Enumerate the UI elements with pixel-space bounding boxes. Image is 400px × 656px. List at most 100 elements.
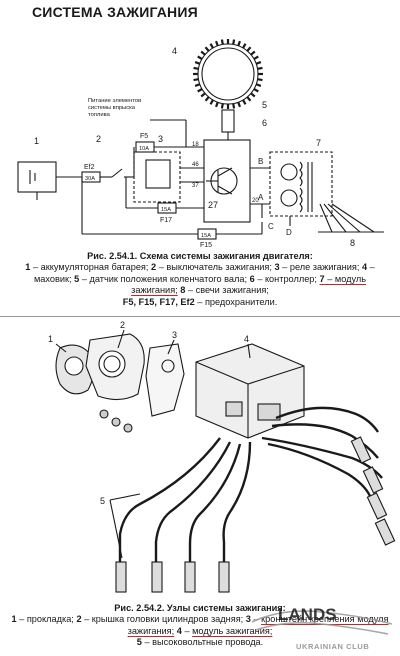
flywheel-tooth <box>220 39 224 45</box>
flywheel-inner <box>201 47 255 101</box>
power-label-line-1: Питание элементов <box>88 98 141 104</box>
cap1-num-3: 3 <box>274 262 280 273</box>
flywheel-tooth <box>194 83 201 88</box>
flywheel-tooth <box>257 66 263 70</box>
terminal-a: A <box>258 193 264 202</box>
bracket-shape <box>145 343 185 417</box>
cap2-num-4: 4 <box>176 625 182 636</box>
figure2-caption-title: Рис. 2.54.2. Узлы системы зажигания: <box>114 603 286 613</box>
flywheel-tooth <box>253 55 259 60</box>
flywheel-tooth <box>209 43 214 49</box>
cap1-num-6: 6 <box>249 273 255 284</box>
callout-6: 6 <box>262 118 267 128</box>
cap2-text-3: кронштейн крепления модуля зажигания; <box>127 614 389 636</box>
cap1-text-3: реле зажигания; <box>289 262 360 273</box>
pin-27: 27 <box>208 200 218 210</box>
pin-46: 46 <box>192 162 199 168</box>
pin-18: 18 <box>192 142 199 148</box>
flywheel-tooth <box>209 99 214 105</box>
cap2-num-3: 3 <box>245 614 251 625</box>
flywheel-tooth <box>214 40 219 47</box>
cap1-num-1: 1 <box>25 262 31 273</box>
controller-box <box>203 139 251 223</box>
terminal-b: B <box>258 157 263 166</box>
power-label-line-2: системы впрыска <box>88 105 136 111</box>
cap1-text-2: выключатель зажигания; <box>166 262 272 273</box>
flywheel-teeth <box>193 39 263 109</box>
flywheel-tooth <box>250 92 256 98</box>
figure2-caption: Рис. 2.54.2. Узлы системы зажигания: 1 –… <box>11 603 389 648</box>
flywheel-tooth <box>242 43 247 49</box>
ignition-schematic: Питание элементов системы впрыска топлив… <box>0 22 400 250</box>
callout-4: 4 <box>172 46 177 56</box>
crank-sensor <box>221 109 235 133</box>
cap1-text-4: маховик; <box>33 273 72 284</box>
cap1-num-2: 2 <box>151 262 157 273</box>
cap2-text-2: крышка головки цилиндров задняя; <box>91 614 244 625</box>
schematic-labels: Питание элементов системы впрыска топлив… <box>34 46 355 249</box>
cap2-num-1: 1 <box>11 614 17 625</box>
flywheel-tooth <box>200 50 206 56</box>
flywheel-tooth <box>214 101 219 108</box>
flywheel-tooth <box>197 55 203 60</box>
wing-left <box>251 610 393 625</box>
pin-37: 37 <box>192 183 199 189</box>
flywheel-tooth <box>255 60 262 65</box>
ignition-module-box <box>269 151 333 217</box>
section-divider <box>0 316 400 317</box>
callout-7: 7 <box>316 138 321 148</box>
page-header: СИСТЕМА ЗАЖИГАНИЯ <box>0 0 400 22</box>
cap1-text-5: датчик положения коленчатого вала; <box>89 273 248 284</box>
flywheel-tooth <box>194 60 201 65</box>
f17-rating: 15A <box>161 207 171 213</box>
terminal-c: C <box>268 222 274 231</box>
cap1-text-1: аккумуляторная батарея; <box>40 262 149 273</box>
ignition-schematic-drawing: Питание элементов системы впрыска топлив… <box>17 39 384 249</box>
cap1-fuses: F5, F15, F17, Ef2 <box>122 296 195 307</box>
flywheel-tooth <box>220 103 224 109</box>
power-label-line-3: топлива <box>88 112 111 118</box>
terminal-d: D <box>286 228 292 237</box>
flywheel-tooth <box>193 66 199 70</box>
f15-label: F15 <box>200 242 212 249</box>
fig2-callout-1: 1 <box>48 334 53 344</box>
callout-2: 2 <box>96 134 101 144</box>
f17-label: F17 <box>160 217 172 224</box>
flywheel-tooth <box>255 83 262 88</box>
flywheel-tooth <box>197 88 203 93</box>
flywheel-tooth <box>257 78 263 82</box>
components-drawing: 1 2 3 4 5 <box>48 320 396 593</box>
cap1-text-6: контроллер; <box>264 273 317 284</box>
flywheel-tooth <box>232 103 236 109</box>
cap1-text-8: свечи зажигания; <box>195 285 269 296</box>
flywheel-tooth <box>204 46 210 52</box>
relay-box <box>145 159 171 189</box>
callout-5: 5 <box>262 100 267 110</box>
flywheel-tooth <box>242 99 247 105</box>
cap2-num-2: 2 <box>76 614 82 625</box>
f5-label: F5 <box>140 133 148 140</box>
cap2-text-1: прокладка; <box>26 614 74 625</box>
cap1-num-8: 8 <box>180 285 186 296</box>
ef2-rating: 30A <box>85 176 95 182</box>
cap2-text-4: модуль зажигания; <box>192 625 273 636</box>
f5-rating: 10A <box>139 146 149 152</box>
flywheel-tooth <box>237 40 242 47</box>
ignition-components-illustration: 1 2 3 4 5 <box>0 318 400 602</box>
flywheel-tooth <box>253 88 259 93</box>
f15-rating: 15A <box>201 233 211 239</box>
pin-20: 20 <box>252 198 259 204</box>
lands-club-watermark: LANDS <box>251 605 393 635</box>
ef2-label: Ef2 <box>84 164 95 171</box>
flywheel-tooth <box>204 96 210 102</box>
flywheel-tooth <box>200 92 206 98</box>
flywheel-tooth <box>250 50 256 56</box>
callout-3: 3 <box>158 134 163 144</box>
fig2-callout-5: 5 <box>100 496 105 506</box>
flywheel-ring <box>197 43 259 105</box>
fig2-callout-3: 3 <box>172 330 177 340</box>
page-title: СИСТЕМА ЗАЖИГАНИЯ <box>32 4 198 20</box>
fig2-callout-4: 4 <box>244 334 249 344</box>
figure1-caption-title: Рис. 2.54.1. Схема системы зажигания дви… <box>87 251 313 261</box>
flywheel-tooth <box>193 78 199 82</box>
